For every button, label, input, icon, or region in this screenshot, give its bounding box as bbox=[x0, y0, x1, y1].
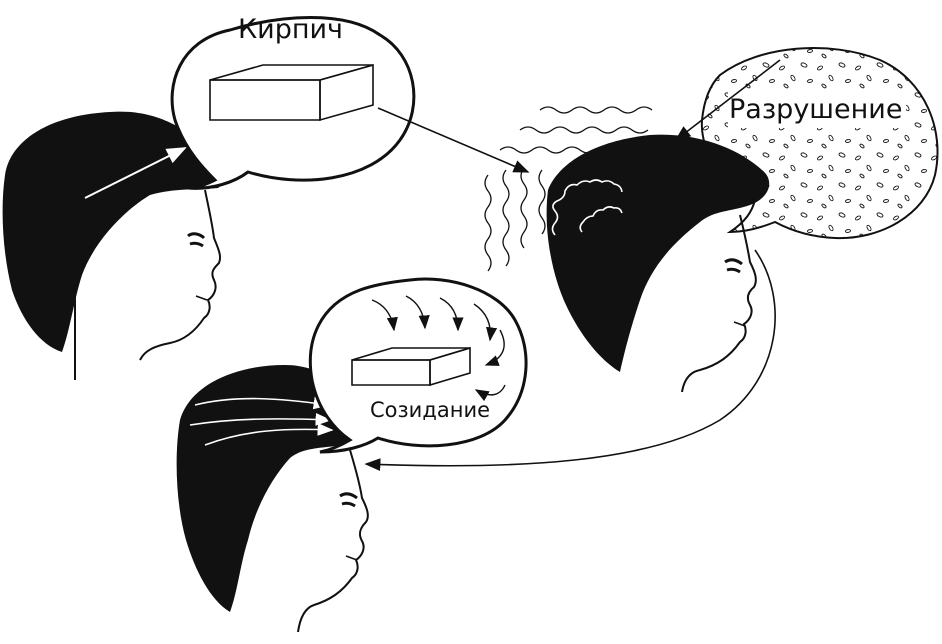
hair-right bbox=[546, 134, 770, 372]
eye-right bbox=[724, 258, 743, 274]
label-creation: Созидание bbox=[370, 398, 491, 422]
face-profile-top-left bbox=[139, 189, 222, 361]
inner-waves bbox=[551, 179, 623, 236]
hair-bottom bbox=[176, 365, 358, 612]
head-top-left bbox=[2, 111, 224, 380]
nose-line-bottom bbox=[345, 555, 358, 561]
arrow-brick-to-head bbox=[377, 107, 530, 173]
thought-arrows-bottom bbox=[189, 396, 334, 446]
bubble-brick bbox=[170, 16, 416, 190]
thought-arrow-top-left bbox=[84, 147, 187, 199]
eye-top-left bbox=[187, 232, 206, 248]
creation-box bbox=[351, 346, 471, 387]
nose-line-top-left bbox=[195, 295, 208, 301]
nose-line-right bbox=[733, 321, 746, 327]
bubble-destruction bbox=[700, 47, 939, 240]
head-right bbox=[484, 106, 770, 393]
face-profile-right bbox=[681, 214, 757, 393]
label-destruction: Разрушение bbox=[729, 94, 903, 125]
bubble-creation bbox=[308, 277, 528, 454]
wavy-lines bbox=[484, 106, 653, 272]
label-brick: Кирпич bbox=[238, 14, 344, 45]
arrow-loop-back bbox=[364, 249, 776, 471]
hair-top-left bbox=[2, 111, 224, 353]
brick-box bbox=[209, 63, 374, 122]
head-bottom bbox=[176, 365, 369, 633]
arrow-to-destruction bbox=[674, 59, 781, 141]
eye-bottom bbox=[339, 492, 358, 508]
face-profile-bottom bbox=[297, 449, 369, 633]
converging-arrows bbox=[371, 295, 506, 402]
